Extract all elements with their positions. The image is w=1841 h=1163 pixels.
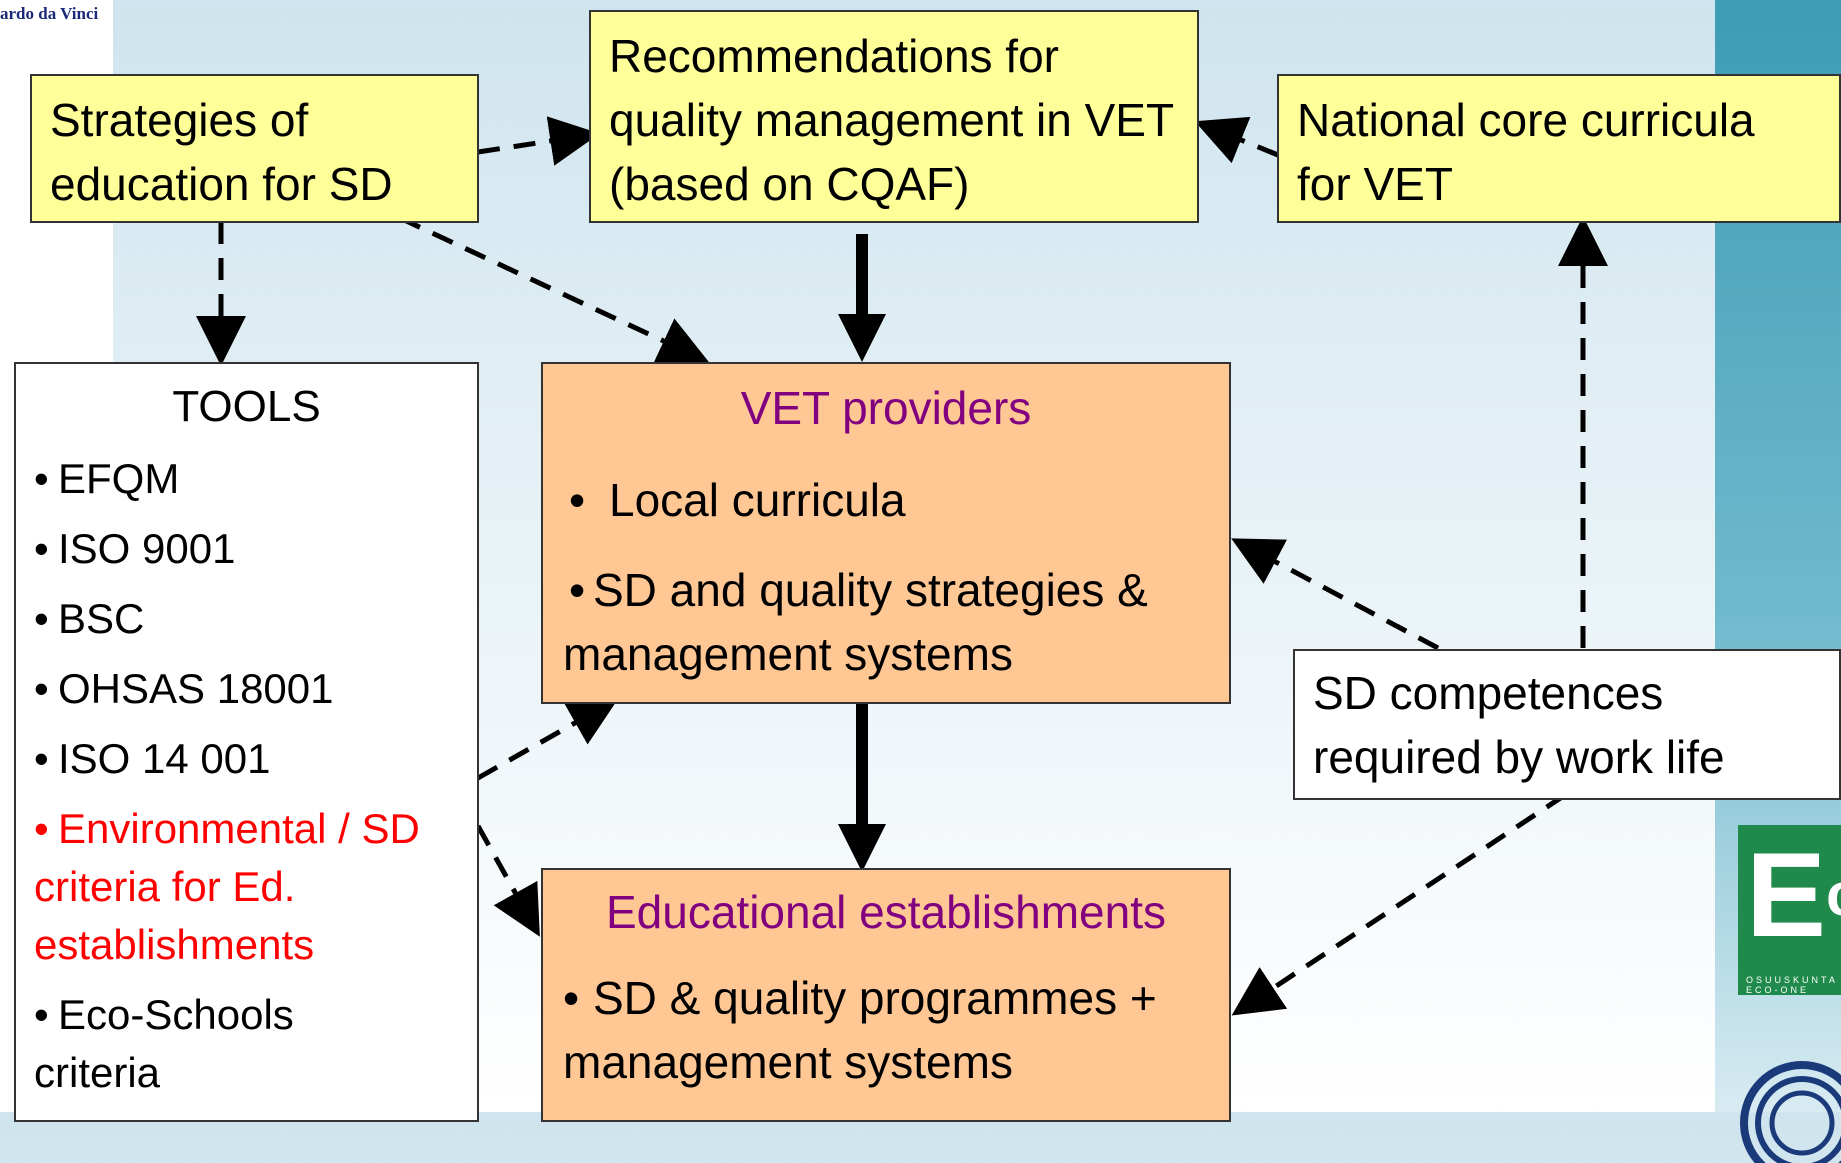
tool-item-red: •Environmental / SD criteria for Ed. est… [34,805,420,968]
eco-one-logo-mark: Eco [1746,828,1841,962]
vet-providers-title: VET providers [740,382,1032,434]
tool-item-last: •Eco-Schools criteria [34,991,294,1096]
eco-one-logo: Eco OSUUSKUNTA ECO-ONE [1738,825,1841,995]
tools-title: TOOLS [172,382,321,431]
vet-providers-box: VET providers •Local curricula •SD and q… [541,362,1231,704]
ring-logo [1740,1061,1841,1163]
arrow-national-to-recommendations [1194,116,1279,164]
arrow-competences-to-educational [1231,792,1567,1016]
arrow-tools-to-vet [476,698,619,781]
recommendations-text: Recommendations for quality management i… [609,30,1174,210]
arrow-strategies-to-recommendations [477,116,600,166]
educational-title: Educational establishments [606,886,1166,938]
tool-item: •ISO 14 001 [34,735,271,782]
educational-item: •SD & quality programmes + management sy… [563,972,1157,1088]
competences-text: SD competences required by work life [1313,667,1725,783]
tool-item: •EFQM [34,455,180,502]
arrow-tools-to-educational [475,824,540,937]
eco-one-logo-subtext: OSUUSKUNTA ECO-ONE [1746,975,1838,995]
educational-box: Educational establishments •SD & quality… [541,868,1231,1122]
tool-item: •ISO 9001 [34,525,236,572]
tool-item: •OHSAS 18001 [34,665,334,712]
arrow-strategies-to-vet [398,215,710,364]
tools-box: TOOLS •EFQM •ISO 9001 •BSC •OHSAS 18001 … [14,362,479,1122]
recommendations-box: Recommendations for quality management i… [589,10,1199,223]
vet-item-local: •Local curricula [569,474,906,526]
tool-item: •BSC [34,595,145,642]
strategies-box: Strategies of education for SD [30,74,479,223]
leonardo-logo-text: ardo da Vinci [0,4,99,23]
competences-box: SD competences required by work life [1293,649,1841,800]
strategies-text: Strategies of education for SD [50,94,393,210]
arrow-competences-to-vet [1231,538,1440,651]
vet-item-sd: •SD and quality strategies & management … [563,564,1148,680]
arrows-layer [196,116,1608,1016]
national-text: National core curricula for VET [1297,94,1755,210]
national-box: National core curricula for VET [1277,74,1841,223]
